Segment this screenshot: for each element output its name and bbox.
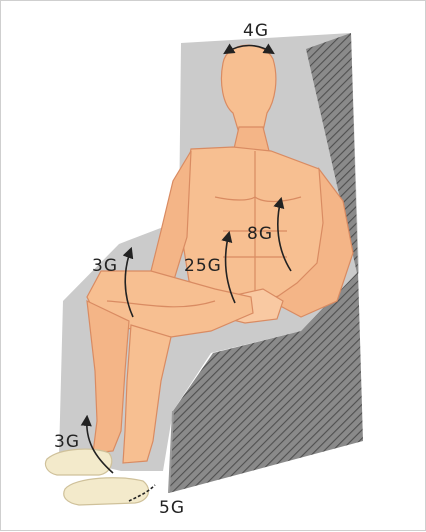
label-head: 4G — [243, 21, 269, 41]
label-feet: 5G — [159, 498, 185, 518]
label-thigh: 3G — [92, 256, 118, 276]
label-chest: 8G — [247, 224, 273, 244]
foot-right — [64, 478, 149, 505]
label-shin: 3G — [54, 432, 80, 452]
label-abdomen: 25G — [184, 256, 222, 276]
